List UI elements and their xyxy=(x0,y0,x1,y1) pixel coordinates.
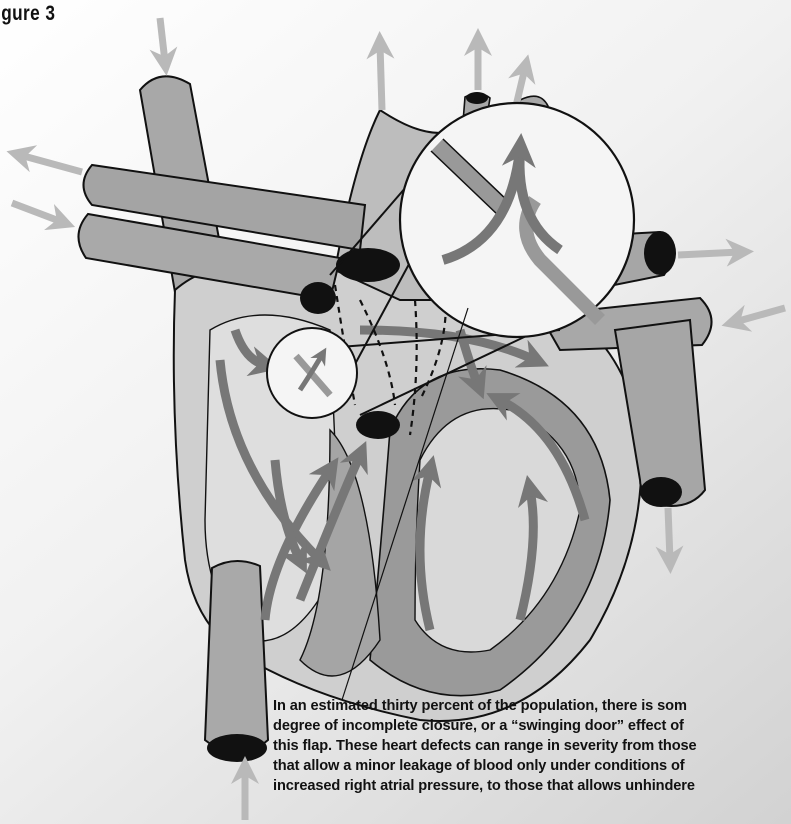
caption-text: In an estimated thirty percent of the po… xyxy=(273,696,791,796)
caption-line: that allow a minor leakage of blood only… xyxy=(273,756,791,776)
caption-line: In an estimated thirty percent of the po… xyxy=(273,696,791,716)
small-magnifier xyxy=(267,328,357,418)
caption-line: this flap. These heart defects can range… xyxy=(273,736,791,756)
caption-line: degree of incomplete closure, or a “swin… xyxy=(273,716,791,736)
valve-opening xyxy=(356,411,400,439)
caption-line: increased right atrial pressure, to thos… xyxy=(273,776,791,796)
inferior-vena-cava xyxy=(205,561,268,762)
vessel-opening xyxy=(336,248,400,282)
large-magnifier xyxy=(400,103,634,337)
